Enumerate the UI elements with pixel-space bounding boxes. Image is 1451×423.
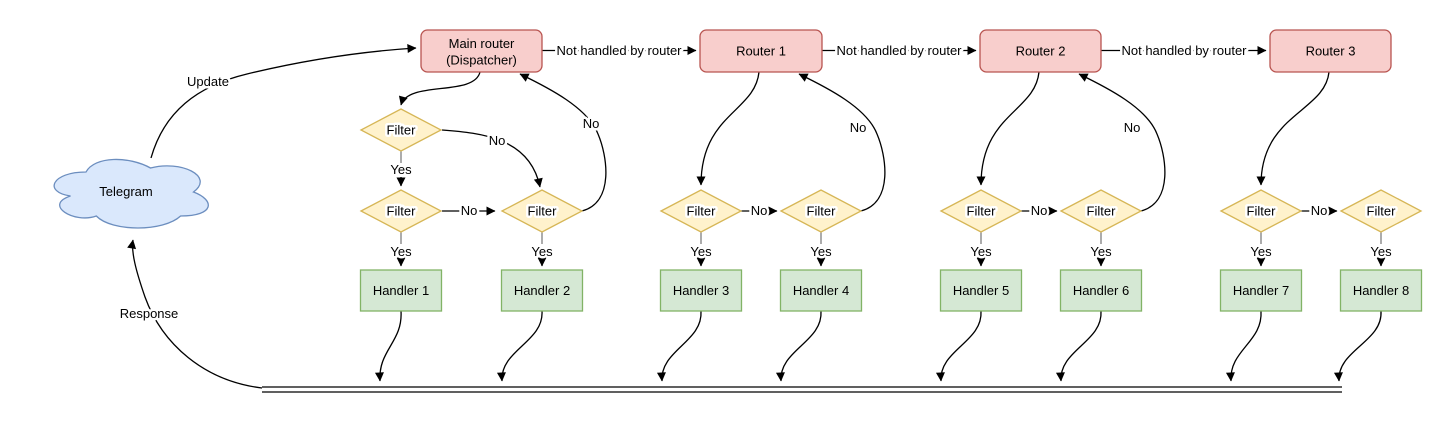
filter-label: Filter xyxy=(1247,204,1277,219)
edge-handler-drop-group xyxy=(374,310,1382,382)
handler-node: Handler 3 xyxy=(659,269,743,312)
no-label: No xyxy=(1311,203,1328,218)
filter-label: Filter xyxy=(1367,204,1397,219)
handler-label: Handler 4 xyxy=(793,283,849,298)
filter-node: Filter xyxy=(659,189,743,233)
yes-label: Yes xyxy=(1250,244,1272,259)
edge-yes-group xyxy=(396,232,1386,267)
handler-node: Handler 7 xyxy=(1219,269,1303,312)
handler-label: Handler 2 xyxy=(514,283,570,298)
filter-label: Filter xyxy=(387,123,417,138)
router-2-label: Router 2 xyxy=(1016,44,1066,59)
router-3-label: Router 3 xyxy=(1306,44,1356,59)
no-label: No xyxy=(850,120,867,135)
handler-label: Handler 7 xyxy=(1233,283,1289,298)
handler-node: Handler 6 xyxy=(1059,269,1143,312)
filter-node: Filter xyxy=(359,189,443,233)
handler-node: Handler 8 xyxy=(1339,269,1423,312)
filter-node: Filter xyxy=(500,189,584,233)
yes-label: Yes xyxy=(390,162,412,177)
yes-label: Yes xyxy=(390,244,412,259)
no-label: No xyxy=(1031,203,1048,218)
no-label: No xyxy=(1124,120,1141,135)
yes-label: Yes xyxy=(690,244,712,259)
handler-node: Handler 5 xyxy=(939,269,1023,312)
filter-node: Filter xyxy=(1219,189,1303,233)
handler-label: Handler 8 xyxy=(1353,283,1409,298)
router-3-node: Router 3 xyxy=(1269,29,1392,73)
filter-node: Filter xyxy=(779,189,863,233)
no-label: No xyxy=(751,203,768,218)
handler-label: Handler 1 xyxy=(373,283,429,298)
filter-label: Filter xyxy=(687,204,717,219)
filter-node: Filter xyxy=(1339,189,1423,233)
handler-node: Handler 4 xyxy=(779,269,863,312)
not-handled-label: Not handled by router xyxy=(836,43,962,58)
filter-label: Filter xyxy=(528,204,558,219)
edge-router2-to-filter xyxy=(976,71,1040,186)
main-router-label-line1: Main router xyxy=(449,36,515,51)
router-2-node: Router 2 xyxy=(979,29,1102,73)
filter-label: Filter xyxy=(967,204,997,219)
edge-no-loopback-1 xyxy=(519,73,607,212)
yes-label: Yes xyxy=(1090,244,1112,259)
yes-label: Yes xyxy=(810,244,832,259)
edge-filter-no-curve xyxy=(441,129,543,188)
not-handled-label: Not handled by router xyxy=(556,43,682,58)
telegram-cloud: Telegram xyxy=(53,158,209,229)
filter-label: Filter xyxy=(1087,204,1117,219)
edge-no-loopback-2 xyxy=(798,73,886,212)
main-router-node: Main router (Dispatcher) xyxy=(420,29,543,73)
update-label: Update xyxy=(187,74,229,89)
response-label: Response xyxy=(120,306,179,321)
edge-no-loopback-3 xyxy=(1078,73,1166,212)
not-handled-label: Not handled by router xyxy=(1121,43,1247,58)
filter-label: Filter xyxy=(387,204,417,219)
handler-label: Handler 5 xyxy=(953,283,1009,298)
handler-label: Handler 3 xyxy=(673,283,729,298)
edge-router3-to-filter xyxy=(1256,71,1330,186)
handler-label: Handler 6 xyxy=(1073,283,1129,298)
edge-main-to-filter xyxy=(398,71,481,106)
router-1-node: Router 1 xyxy=(699,29,823,73)
filter-node: Filter xyxy=(359,108,443,152)
yes-label: Yes xyxy=(1370,244,1392,259)
telegram-label: Telegram xyxy=(99,184,152,199)
yes-label: Yes xyxy=(970,244,992,259)
handler-node: Handler 1 xyxy=(359,269,443,312)
filter-node: Filter xyxy=(939,189,1023,233)
handler-node: Handler 2 xyxy=(500,269,584,312)
response-bus-line xyxy=(262,386,1342,393)
router-1-label: Router 1 xyxy=(736,44,786,59)
edge-response xyxy=(127,239,263,389)
edge-update xyxy=(150,44,417,159)
yes-label: Yes xyxy=(531,244,553,259)
main-router-label-line2: (Dispatcher) xyxy=(446,53,517,68)
no-label: No xyxy=(461,203,478,218)
edge-router1-to-filter xyxy=(696,71,760,186)
no-label: No xyxy=(489,133,506,148)
filter-label: Filter xyxy=(807,204,837,219)
no-label: No xyxy=(583,116,600,131)
filter-node: Filter xyxy=(1059,189,1143,233)
